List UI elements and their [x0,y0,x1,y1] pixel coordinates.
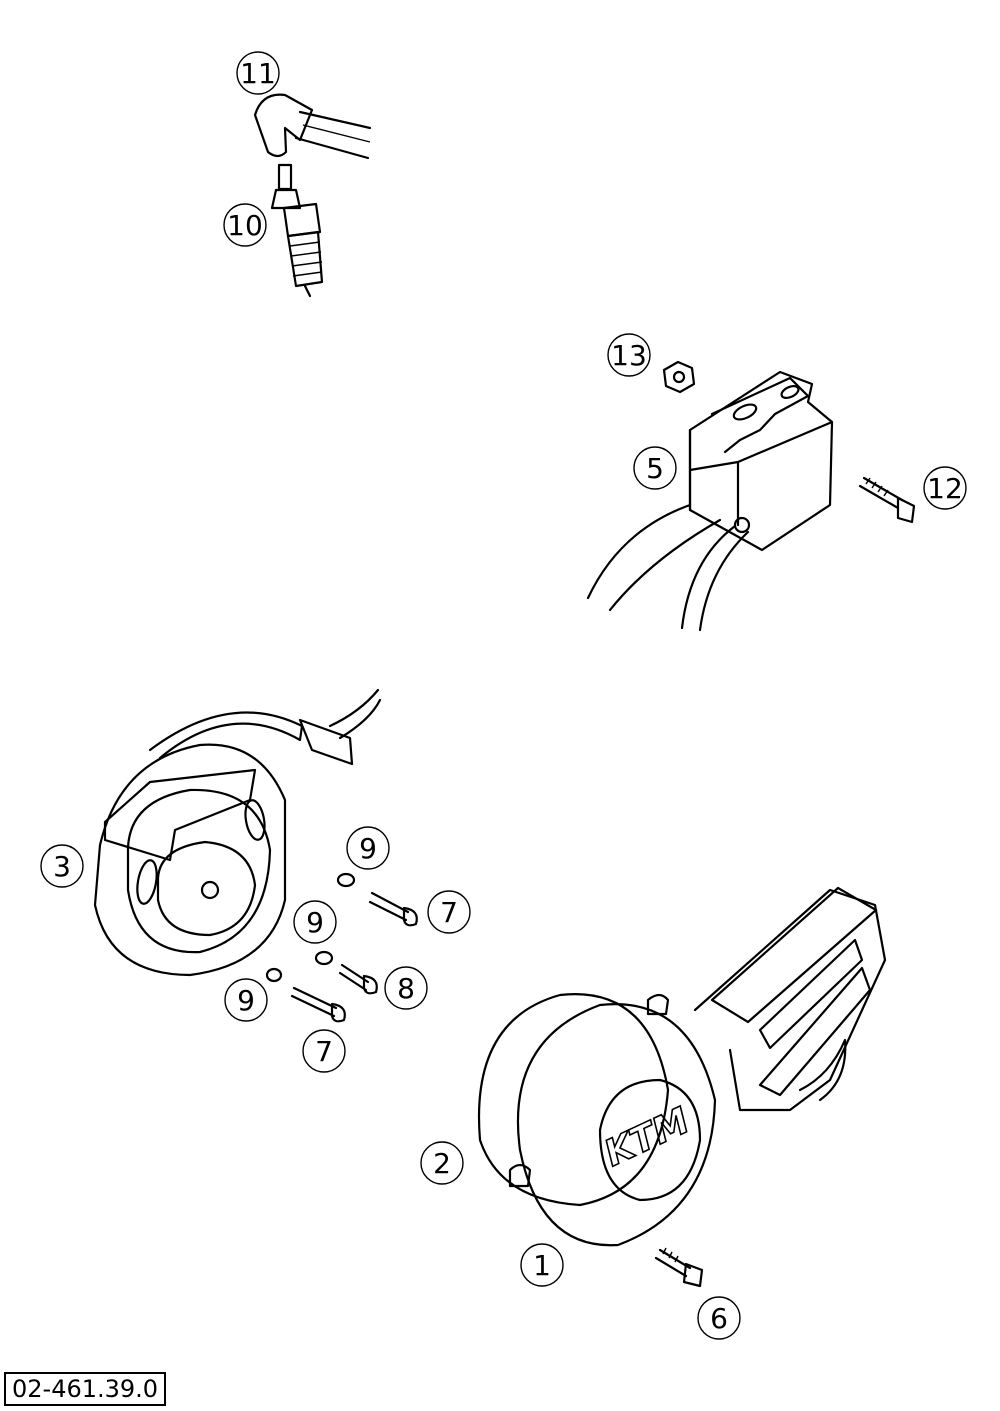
callout-11: 11 [236,51,280,95]
callout-9b: 9 [293,900,337,944]
callout-9a: 9 [346,826,390,870]
cover-logo: KTM [598,1100,695,1175]
callout-12: 12 [923,466,967,510]
callout-7b: 7 [302,1029,346,1073]
callout-2: 2 [420,1141,464,1185]
svg-text:9: 9 [306,906,324,939]
ignition-coil [586,370,834,632]
svg-text:7: 7 [440,896,458,929]
svg-text:5: 5 [646,452,664,485]
svg-text:8: 8 [397,972,415,1005]
callout-5: 5 [633,446,677,490]
callout-3: 3 [40,844,84,888]
spark-plug [270,163,324,298]
callout-9c: 9 [224,978,268,1022]
svg-text:6: 6 [710,1302,728,1335]
callout-6: 6 [697,1296,741,1340]
callout-1: 1 [520,1243,564,1287]
svg-text:12: 12 [927,472,963,505]
document-number: 02-461.39.0 [4,1372,167,1406]
svg-text:9: 9 [237,984,255,1017]
svg-text:11: 11 [240,57,276,90]
spark-plug-cap [253,93,372,160]
svg-text:10: 10 [227,209,263,242]
callout-10: 10 [223,203,267,247]
callout-13: 13 [607,333,651,377]
coil-bolt [858,476,916,524]
svg-text:9: 9 [359,832,377,865]
svg-text:13: 13 [611,339,647,372]
callout-8: 8 [384,966,428,1010]
cover-bolt [654,1247,704,1288]
svg-text:3: 3 [53,850,71,883]
svg-text:2: 2 [433,1147,451,1180]
washers [265,872,356,983]
stator-screws [290,891,418,1023]
svg-text:1: 1 [533,1249,551,1282]
stator [93,688,382,977]
callout-7a: 7 [427,890,471,934]
nut [662,360,696,394]
svg-text:7: 7 [315,1035,333,1068]
ignition-cover [478,886,887,1247]
